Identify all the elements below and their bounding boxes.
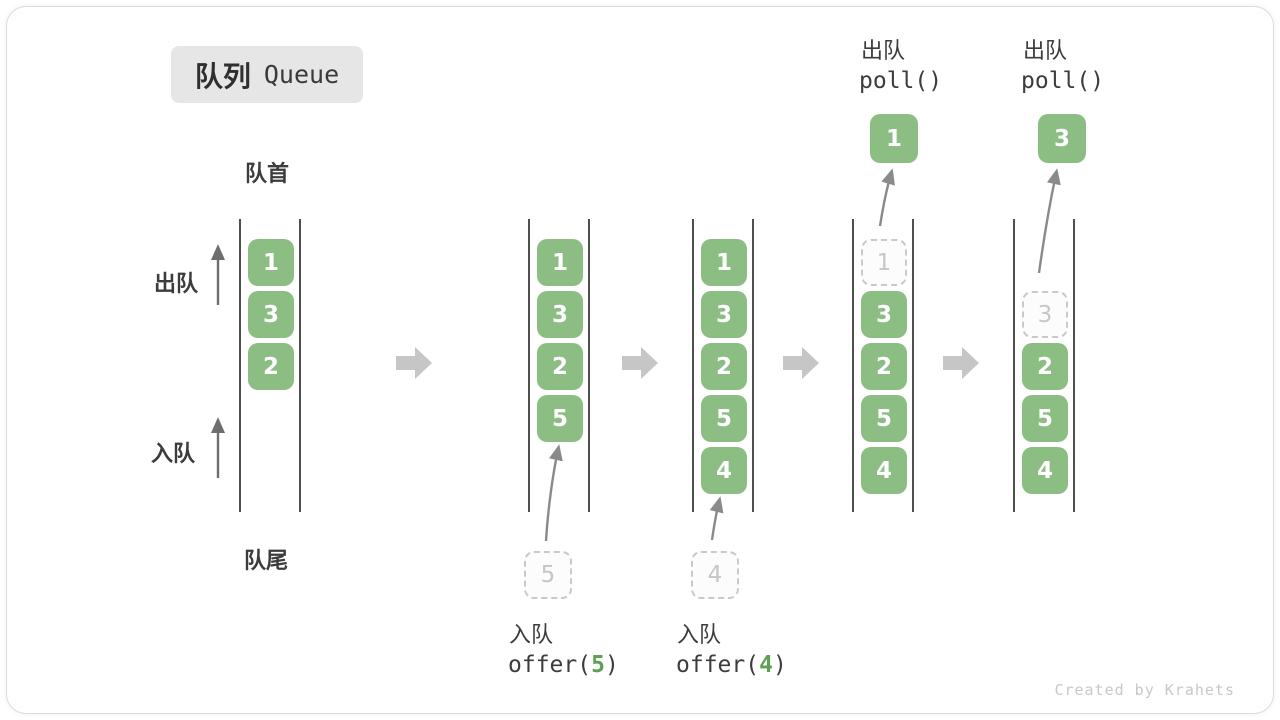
queue-node: 4	[701, 447, 747, 494]
queue-node: 2	[248, 343, 294, 390]
queue-state-3: 1 3 2 5 4	[692, 219, 754, 512]
queue-front-label: 队首	[245, 162, 290, 187]
title-zh: 队列	[194, 59, 251, 93]
staged-node-ghost: 5	[524, 551, 572, 599]
dequeue-op-label: 出队	[1023, 39, 1068, 64]
queue-node: 5	[1022, 395, 1068, 442]
diagram-card: 队列 Queue 队首 队尾 出队 入队 1 3 2 1 3 2 5 5 入队 …	[6, 6, 1274, 714]
dequeue-direction-label: 出队	[154, 272, 199, 297]
popped-node: 3	[1038, 114, 1086, 163]
queue-rear-label: 队尾	[244, 549, 289, 574]
queue-node: 3	[701, 291, 747, 338]
title-en: Queue	[263, 60, 340, 89]
diagram-title: 队列 Queue	[171, 46, 363, 103]
dequeue-op-code: poll()	[1021, 68, 1105, 94]
queue-node: 5	[861, 395, 907, 442]
dequeued-node-ghost: 3	[1022, 291, 1068, 338]
code-text: offer(	[508, 652, 592, 678]
credit-watermark: Created by Krahets	[1054, 681, 1235, 699]
queue-node: 3	[537, 291, 583, 338]
queue-node: 5	[537, 395, 583, 442]
enqueue-op-code: offer(5)	[508, 652, 619, 678]
enqueue-op-label: 入队	[677, 623, 722, 648]
queue-node: 4	[1022, 447, 1068, 494]
enqueue-op-code: offer(4)	[676, 652, 787, 678]
dequeued-node-ghost: 1	[861, 239, 907, 286]
queue-node: 1	[701, 239, 747, 286]
popped-node: 1	[870, 114, 918, 163]
queue-node: 3	[861, 291, 907, 338]
dequeue-op-code: poll()	[859, 68, 943, 94]
queue-node: 2	[861, 343, 907, 390]
code-text: )	[772, 652, 787, 678]
enqueue-direction-label: 入队	[151, 442, 196, 467]
staged-node-ghost: 4	[691, 551, 739, 599]
queue-state-2: 1 3 2 5	[528, 219, 590, 512]
queue-node: 4	[861, 447, 907, 494]
code-text: )	[604, 652, 619, 678]
code-text: offer(	[676, 652, 760, 678]
queue-node: 2	[537, 343, 583, 390]
code-arg: 5	[591, 652, 605, 678]
queue-node: 2	[701, 343, 747, 390]
queue-node: 5	[701, 395, 747, 442]
queue-node: 2	[1022, 343, 1068, 390]
dequeue-op-label: 出队	[861, 39, 906, 64]
queue-state-1: 1 3 2	[239, 219, 301, 512]
queue-state-4: 1 3 2 5 4	[852, 219, 914, 512]
queue-state-5: 3 2 5 4	[1013, 219, 1075, 512]
queue-node: 1	[537, 239, 583, 286]
queue-node: 3	[248, 291, 294, 338]
code-arg: 4	[759, 652, 773, 678]
queue-node: 1	[248, 239, 294, 286]
enqueue-op-label: 入队	[509, 623, 554, 648]
